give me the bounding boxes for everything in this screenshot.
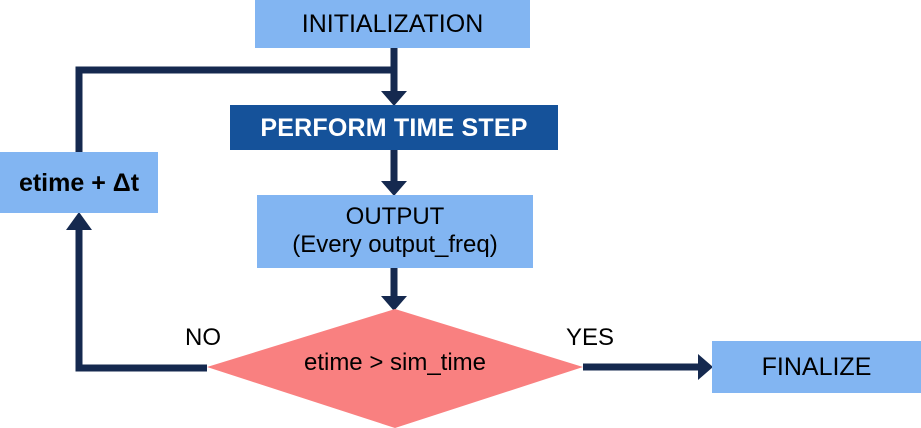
edge-perform-to-output [381, 150, 407, 196]
node-initialization-label: INITIALIZATION [301, 10, 484, 38]
edge-initialization-to-perform [381, 48, 407, 106]
edge-etime-to-perform [75, 66, 394, 152]
node-perform-time-step-label: PERFORM TIME STEP [260, 113, 528, 142]
node-output-label-line1: OUTPUT [345, 203, 445, 231]
edge-label-yes: YES [566, 324, 615, 351]
edge-label-no: NO [185, 324, 221, 351]
edge-output-to-decision [381, 268, 407, 311]
edge-decision-yes-to-finalize [583, 354, 713, 380]
node-perform-time-step[interactable]: PERFORM TIME STEP [230, 105, 558, 150]
decision-label: etime > sim_time [303, 349, 487, 376]
node-output[interactable]: OUTPUT (Every output_freq) [257, 195, 533, 268]
node-output-label-line2: (Every output_freq) [292, 231, 498, 258]
node-finalize[interactable]: FINALIZE [712, 341, 921, 393]
node-initialization[interactable]: INITIALIZATION [255, 0, 530, 48]
node-etime-increment-label: etime + Δt [18, 168, 140, 197]
node-finalize-label: FINALIZE [761, 353, 872, 381]
edge-decision-no-to-etime [66, 212, 207, 372]
decision-diamond [207, 309, 583, 428]
node-etime-increment[interactable]: etime + Δt [0, 152, 158, 213]
